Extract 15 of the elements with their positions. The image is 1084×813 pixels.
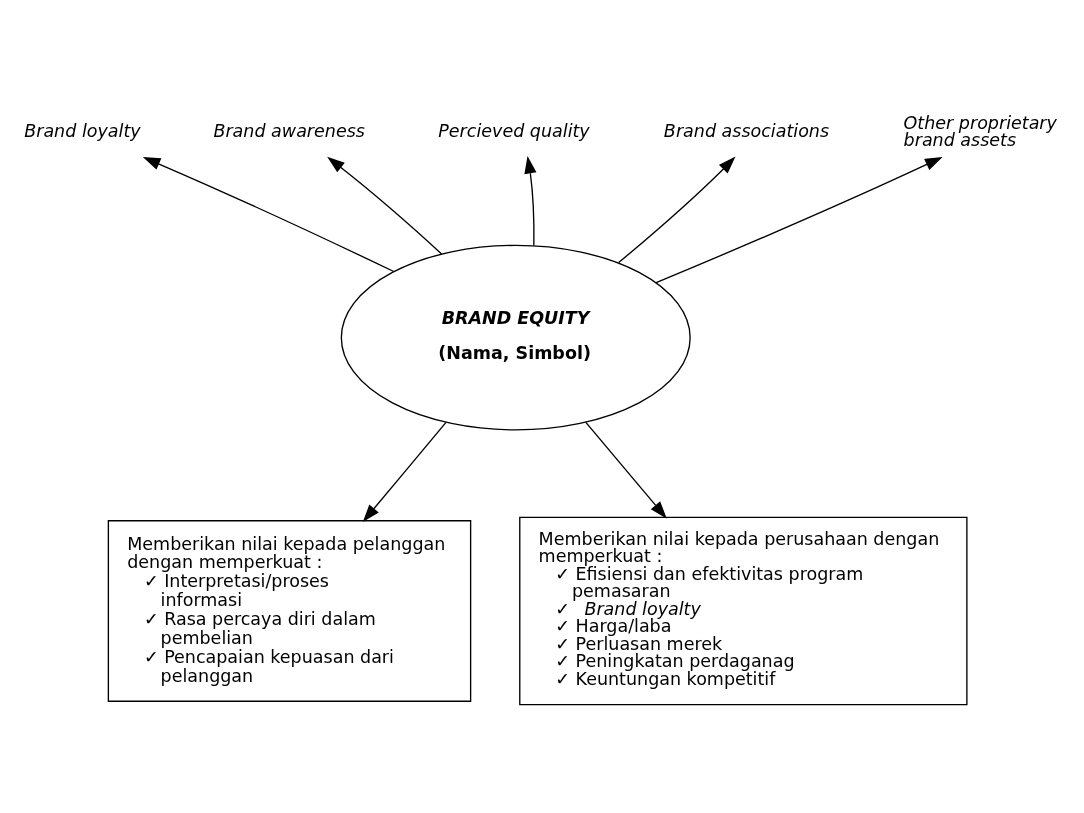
- arrow: [618, 156, 736, 263]
- arrow: [655, 156, 943, 283]
- arrow: [524, 155, 537, 246]
- node-box: Memberikan nilai kepada perusahaan dengan memperkuat : ✓ Efisiensi dan efektivitas program pemasaran ✓ Brand loyalty ✓ Harga/laba ✓ Perluasan merek ✓ Peningkatan perdaganag ✓ Keuntungan kompetitif: [519, 516, 968, 705]
- node-text: Brand associations: [663, 120, 830, 141]
- arrow: [585, 421, 667, 519]
- arrow: [327, 156, 443, 255]
- node-box: Memberikan nilai kepada pelanggan dengan memperkuat : ✓ Interpretasi/proses informasi ✓ Rasa percaya diri dalam pembelian ✓ Pencapaian kepuasan dari pelanggan: [107, 519, 472, 702]
- node-text: Percieved quality: [438, 120, 590, 141]
- node-ellipse: BRAND EQUITY (Nama, Simbol): [340, 244, 691, 431]
- arrow: [362, 421, 447, 522]
- node-text: Brand loyalty: [24, 120, 141, 141]
- node-text: Other proprietary brand assets: [903, 112, 1057, 150]
- arrow: [142, 156, 395, 272]
- node-text: Brand awareness: [213, 120, 365, 141]
